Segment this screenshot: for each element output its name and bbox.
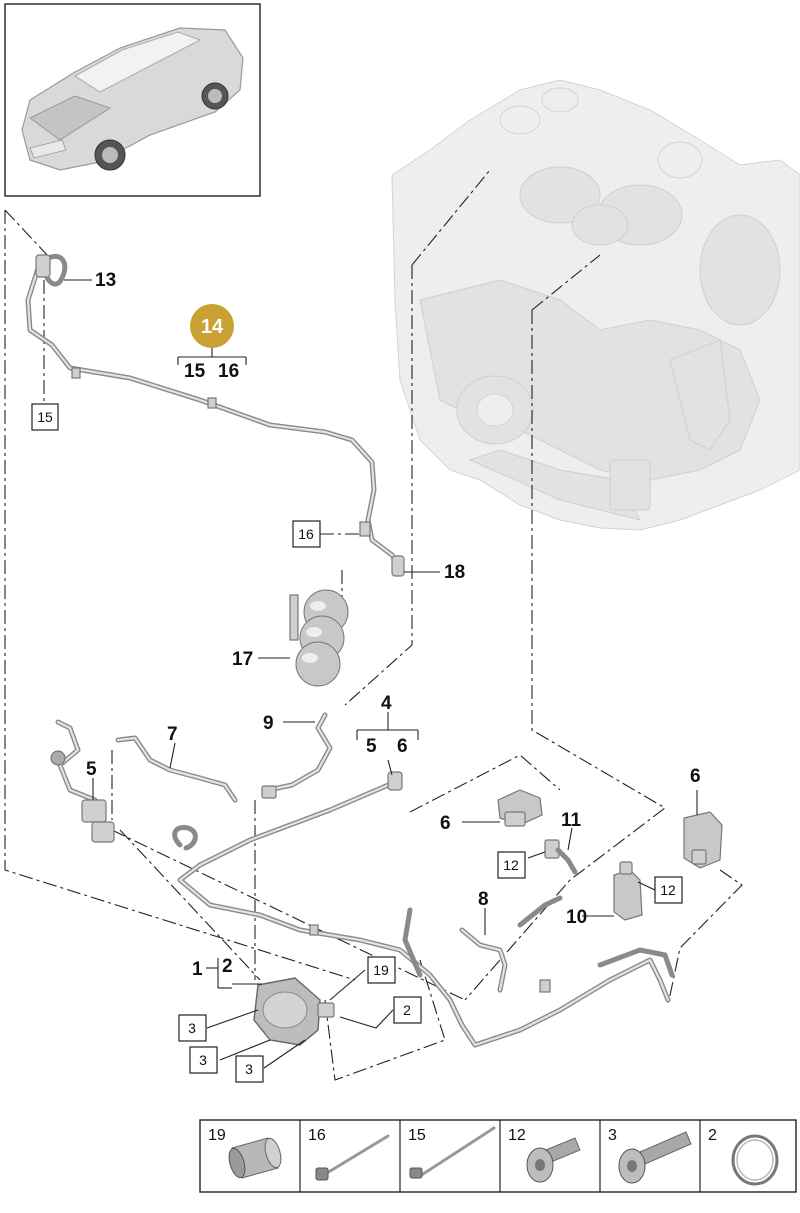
callout-16-group: 16 bbox=[218, 361, 239, 382]
boxed-callout-15: 15 bbox=[37, 409, 53, 425]
boxed-callout-2: 2 bbox=[403, 1002, 411, 1018]
callout-9: 9 bbox=[263, 713, 274, 734]
sensor-11 bbox=[544, 839, 578, 875]
callout-18: 18 bbox=[444, 562, 465, 583]
callout-13: 13 bbox=[95, 270, 116, 291]
callout-11: 11 bbox=[561, 810, 582, 831]
engine-block bbox=[391, 79, 800, 531]
hose-7 bbox=[115, 735, 238, 803]
callout-7: 7 bbox=[167, 724, 178, 745]
legend-label-15: 15 bbox=[408, 1127, 426, 1144]
hose-8 bbox=[459, 895, 563, 993]
legend-label-12: 12 bbox=[508, 1127, 526, 1144]
callout-5-valve: 5 bbox=[86, 759, 97, 780]
valve-6-middle bbox=[497, 789, 543, 827]
sealing-ring-icon bbox=[731, 1134, 779, 1186]
pressure-reservoir-17 bbox=[289, 589, 349, 687]
upper-pipe bbox=[25, 253, 405, 577]
legend-label-16: 16 bbox=[308, 1127, 326, 1144]
left-hose-valve-5 bbox=[50, 719, 115, 843]
callout-15-group: 15 bbox=[184, 361, 206, 382]
valve-6-right bbox=[683, 811, 723, 869]
boxed-callout-12-middle: 12 bbox=[503, 857, 519, 873]
callout-1: 1 bbox=[192, 959, 203, 980]
legend-label-19: 19 bbox=[208, 1127, 226, 1144]
cable-tie-icon bbox=[409, 1126, 496, 1179]
small-parts-legend: 19 16 15 12 3 2 bbox=[199, 1119, 797, 1193]
boxed-callout-3-bottom: 3 bbox=[245, 1061, 253, 1077]
cable-tie-clip-icon bbox=[315, 1134, 390, 1181]
callout-8: 8 bbox=[478, 889, 489, 910]
callout-10: 10 bbox=[566, 907, 587, 928]
boxed-callout-3-top: 3 bbox=[188, 1020, 196, 1036]
hose-9 bbox=[265, 712, 333, 793]
callout-4: 4 bbox=[381, 693, 392, 714]
callout-6-right: 6 bbox=[690, 766, 701, 787]
boxed-callout-16: 16 bbox=[298, 526, 314, 542]
callout-5-group: 5 bbox=[366, 736, 377, 757]
legend-label-3: 3 bbox=[608, 1127, 617, 1144]
boxed-callouts: 15 16 12 12 19 2 3 3 3 bbox=[31, 403, 683, 1083]
valve-10 bbox=[613, 861, 643, 921]
short-bolt-icon bbox=[526, 1137, 581, 1183]
callout-6-middle: 6 bbox=[440, 813, 451, 834]
callouts: 13 15 16 18 17 9 4 5 6 7 5 6 11 6 8 10 1… bbox=[86, 270, 701, 980]
vacuum-pump-1 bbox=[253, 977, 335, 1046]
boxed-callout-19: 19 bbox=[373, 962, 389, 978]
callout-14: 14 bbox=[201, 316, 224, 338]
callout-2-pump: 2 bbox=[222, 956, 233, 977]
boxed-callout-12-right: 12 bbox=[660, 882, 676, 898]
legend-label-2: 2 bbox=[708, 1127, 717, 1144]
vehicle-thumbnail bbox=[4, 3, 261, 197]
leader-lines bbox=[64, 279, 698, 1069]
main-lower-pipe bbox=[172, 771, 675, 1048]
callout-17: 17 bbox=[232, 649, 253, 670]
callout-6-group: 6 bbox=[397, 736, 408, 757]
spacer-sleeve-icon bbox=[228, 1137, 282, 1179]
boxed-callout-3-middle: 3 bbox=[199, 1052, 207, 1068]
highlight-callout-14: 14 bbox=[190, 304, 234, 348]
long-bolt-icon bbox=[618, 1131, 692, 1184]
